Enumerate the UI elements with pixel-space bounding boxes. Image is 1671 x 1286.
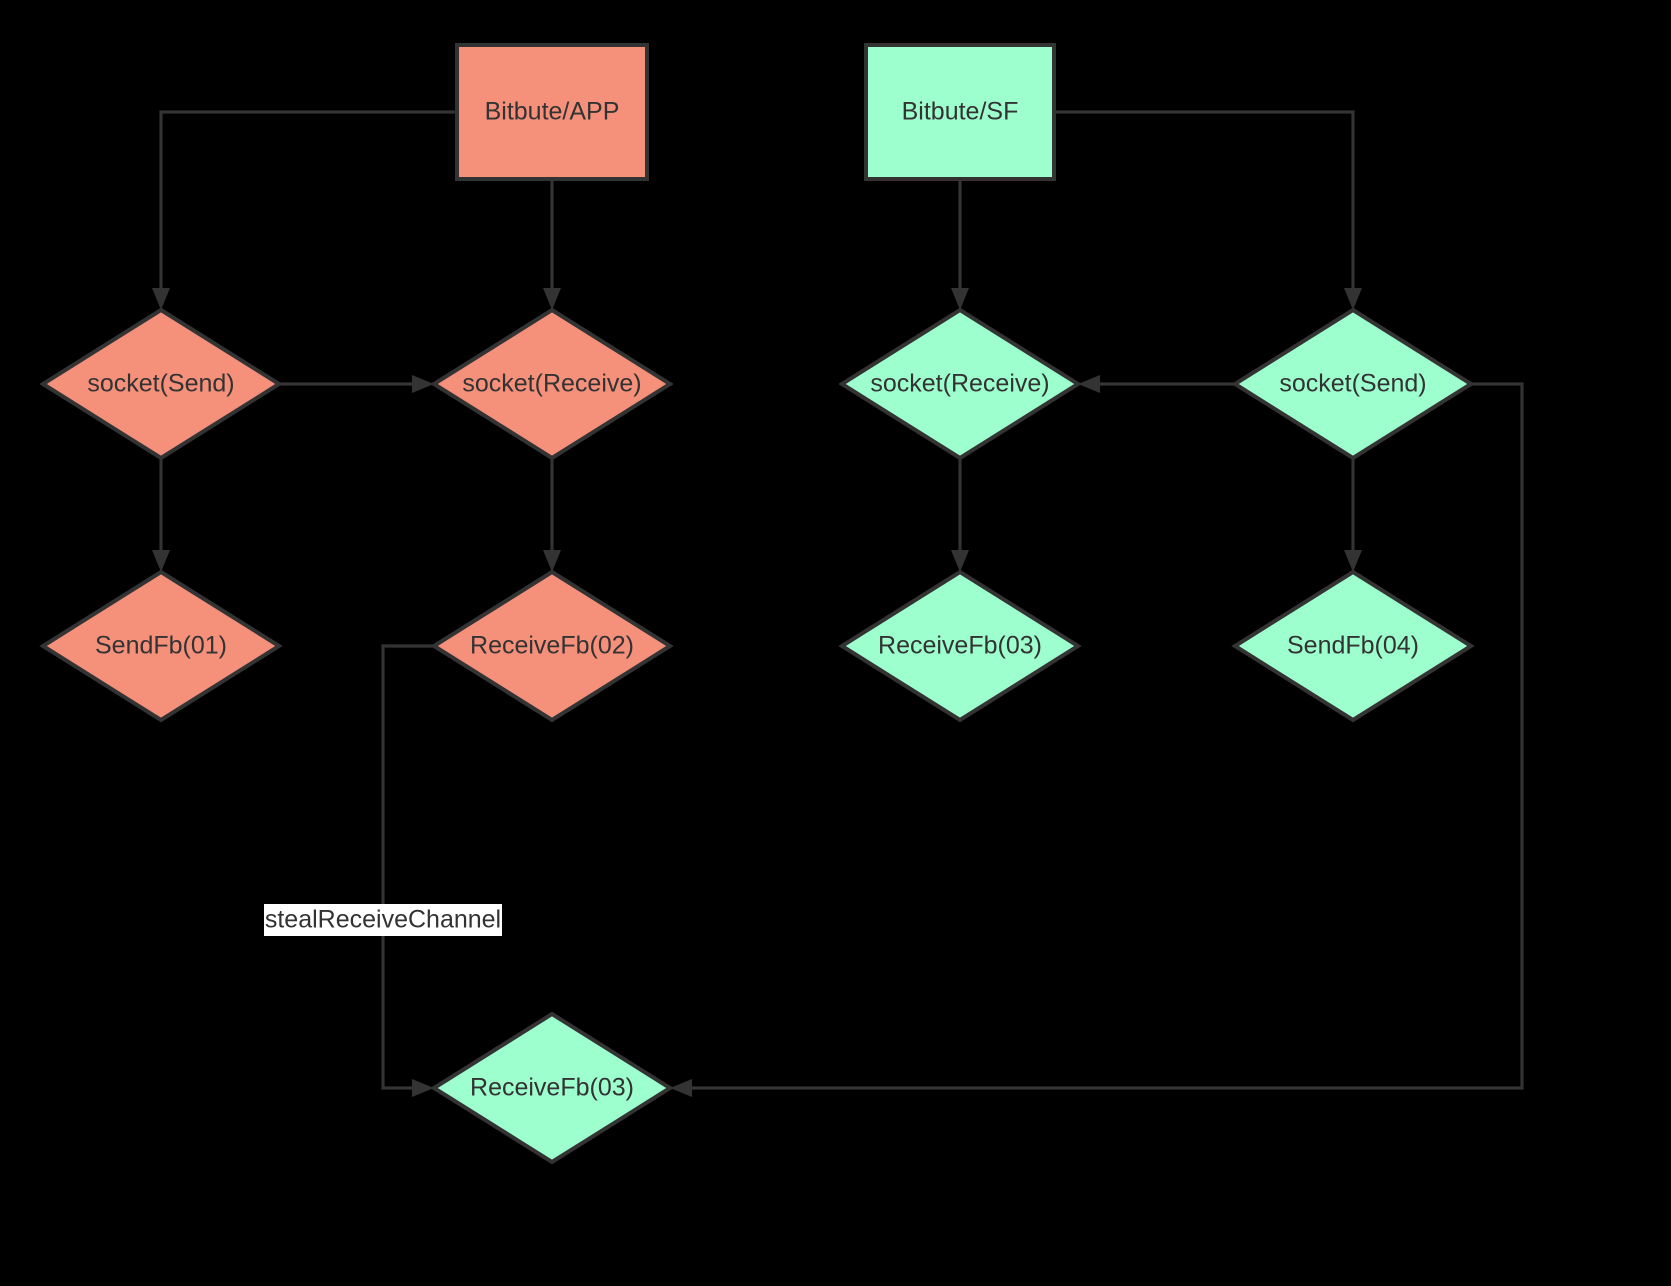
- node-sf[interactable]: Bitbute/SF: [866, 45, 1054, 179]
- node-label-recvFb03b: ReceiveFb(03): [470, 1074, 634, 1102]
- node-label-aRecv: socket(Receive): [462, 370, 641, 398]
- edge-label-text: stealReceiveChannel: [265, 906, 501, 934]
- edge-label-lbl-steal: stealReceiveChannel: [264, 904, 502, 936]
- node-label-app: Bitbute/APP: [485, 98, 620, 126]
- node-app[interactable]: Bitbute/APP: [457, 45, 647, 179]
- node-label-recvFb03: ReceiveFb(03): [878, 632, 1042, 660]
- node-label-aSend: socket(Send): [87, 370, 234, 398]
- node-label-sf: Bitbute/SF: [902, 98, 1019, 126]
- node-label-recvFb02: ReceiveFb(02): [470, 632, 634, 660]
- node-label-sendFb04: SendFb(04): [1287, 632, 1419, 660]
- node-label-sendFb01: SendFb(01): [95, 632, 227, 660]
- edge-labels-layer: stealReceiveChannel: [264, 904, 502, 936]
- node-label-sRecv: socket(Receive): [870, 370, 1049, 398]
- node-label-sSend: socket(Send): [1279, 370, 1426, 398]
